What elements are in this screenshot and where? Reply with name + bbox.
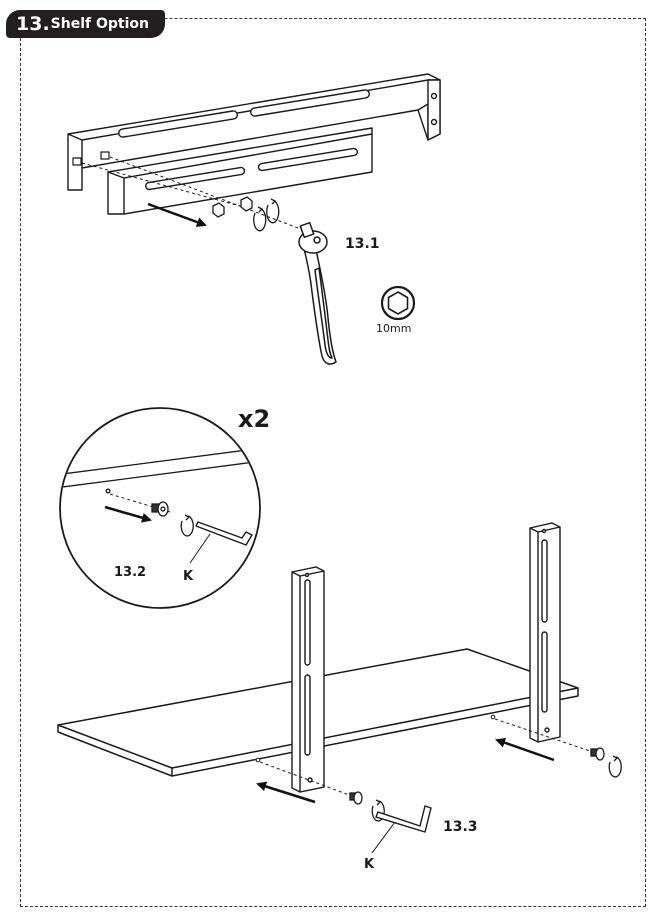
key-k-label-zoom: K	[183, 569, 194, 584]
step-badge: 13. Shelf Option	[6, 10, 165, 38]
slot	[144, 166, 246, 191]
step-13-2-label: 13.2	[114, 565, 146, 580]
screw	[349, 791, 363, 805]
direction-arrow	[495, 737, 555, 762]
direction-arrow	[147, 202, 207, 227]
rotate-arrow-icon	[371, 799, 385, 822]
allen-key-icon	[375, 805, 432, 833]
step-number: 13.	[16, 13, 50, 35]
zoom-circle: 13.2 K	[59, 407, 261, 609]
slot	[257, 147, 359, 172]
step-title: Shelf Option	[50, 16, 149, 32]
hex-10mm-icon	[380, 285, 416, 321]
bracket-assembly	[67, 73, 441, 215]
bolt-head	[72, 151, 110, 166]
quantity-label: x2	[238, 405, 270, 433]
allen-key-icon	[195, 521, 253, 546]
hex-nut	[212, 196, 253, 218]
hex-socket-wrench-icon	[298, 221, 337, 365]
step-13-1-label: 13.1	[345, 236, 380, 252]
vertical-bracket-left	[291, 566, 325, 793]
screw	[590, 747, 605, 761]
key-k-label-bottom: K	[364, 857, 375, 872]
screw	[151, 501, 169, 517]
direction-arrow	[256, 781, 316, 804]
wrench-size-label: 10mm	[376, 322, 411, 335]
slot	[250, 89, 370, 117]
rotate-arrow-icon	[180, 514, 194, 537]
step-13-3-label: 13.3	[443, 819, 478, 835]
rotate-arrow-icon	[608, 755, 622, 778]
direction-arrow	[104, 505, 152, 523]
slot	[118, 110, 238, 138]
long-bracket	[67, 73, 441, 191]
vertical-bracket-right	[529, 522, 561, 743]
instruction-frame	[20, 18, 646, 907]
rotate-arrow-icon	[253, 198, 280, 232]
